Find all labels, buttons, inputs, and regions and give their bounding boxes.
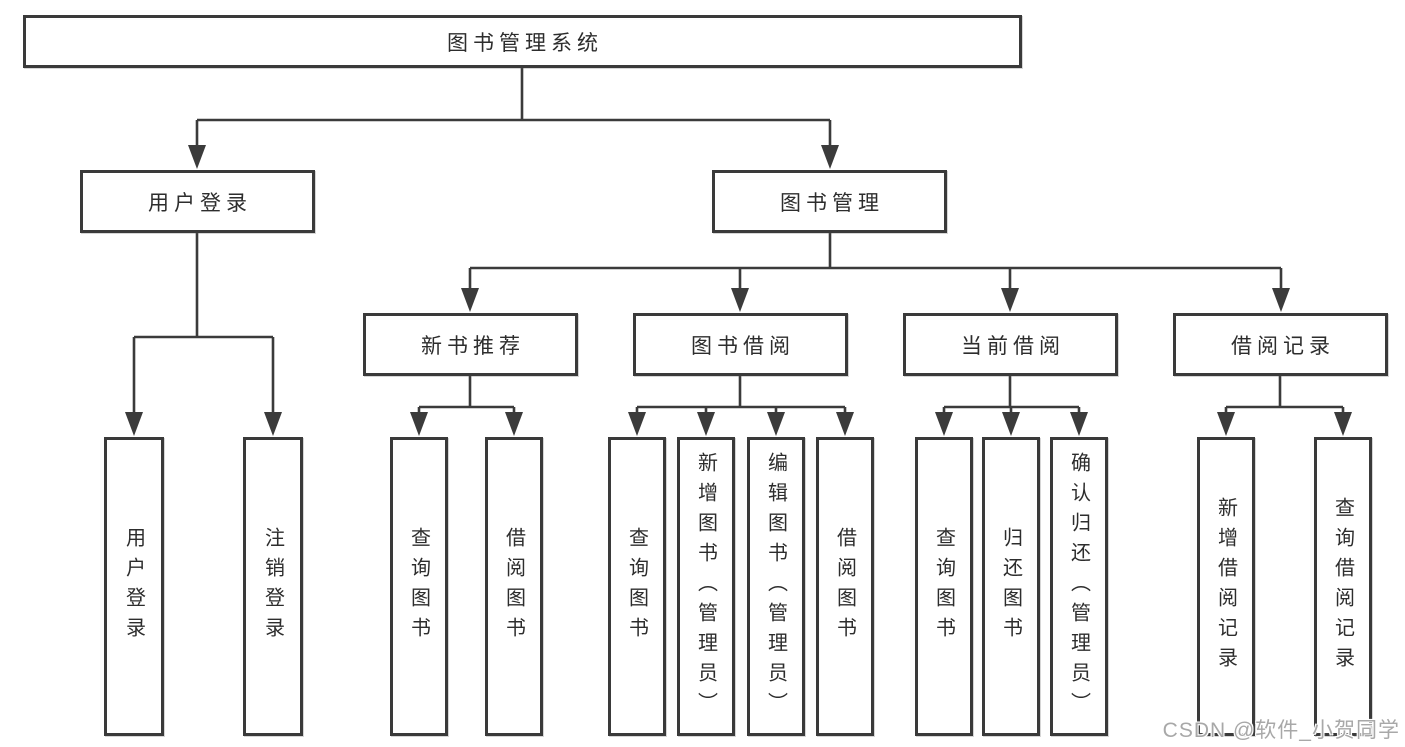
node-user-login: 用户登录 — [80, 170, 315, 233]
node-label: 当前借阅 — [961, 334, 1065, 358]
node-label: 新书推荐 — [421, 334, 525, 358]
leaf-records-query-borrow-record: 查询借阅记录 — [1314, 437, 1372, 736]
leaf-label: 查询图书 — [932, 526, 955, 647]
leaf-label: 借阅图书 — [502, 526, 525, 647]
leaf-newbooks-query-books: 查询图书 — [390, 437, 448, 736]
node-label: 用户登录 — [148, 191, 252, 215]
leaf-records-add-borrow-record: 新增借阅记录 — [1197, 437, 1255, 736]
leaf-current-query-books: 查询图书 — [915, 437, 973, 736]
leaf-borrowing-borrow-books: 借阅图书 — [816, 437, 874, 736]
node-book-management: 图书管理 — [712, 170, 947, 233]
leaf-logout: 注销登录 — [243, 437, 303, 736]
leaf-label: 查询图书 — [407, 526, 430, 647]
leaf-label: 新增借阅记录 — [1214, 496, 1237, 677]
leaf-label: 编辑图书（管理员） — [764, 451, 787, 722]
arrowheads — [125, 145, 1352, 436]
node-current-borrowing: 当前借阅 — [903, 313, 1118, 376]
leaf-current-confirm-return-admin: 确认归还（管理员） — [1050, 437, 1108, 736]
node-new-book-recommendation: 新书推荐 — [363, 313, 578, 376]
node-label: 借阅记录 — [1231, 334, 1335, 358]
leaf-label: 查询借阅记录 — [1331, 496, 1354, 677]
leaf-label: 注销登录 — [261, 526, 284, 647]
leaf-label: 借阅图书 — [833, 526, 856, 647]
leaf-label: 确认归还（管理员） — [1067, 451, 1090, 722]
leaf-borrowing-edit-books-admin: 编辑图书（管理员） — [747, 437, 805, 736]
leaf-newbooks-borrow-books: 借阅图书 — [485, 437, 543, 736]
node-label: 图书管理 — [780, 191, 884, 215]
leaf-label: 查询图书 — [625, 526, 648, 647]
csdn-watermark: CSDN @软件_小贺同学 — [1162, 719, 1400, 742]
leaf-current-return-books: 归还图书 — [982, 437, 1040, 736]
node-root-system: 图书管理系统 — [23, 15, 1022, 68]
node-label: 图书管理系统 — [447, 31, 603, 55]
leaf-label: 用户登录 — [122, 526, 145, 647]
leaf-user-login: 用户登录 — [104, 437, 164, 736]
node-label: 图书借阅 — [691, 334, 795, 358]
node-borrowing-records: 借阅记录 — [1173, 313, 1388, 376]
leaf-borrowing-query-books: 查询图书 — [608, 437, 666, 736]
leaf-label: 新增图书（管理员） — [694, 451, 717, 722]
node-book-borrowing: 图书借阅 — [633, 313, 848, 376]
leaf-label: 归还图书 — [999, 526, 1022, 647]
leaf-borrowing-add-books-admin: 新增图书（管理员） — [677, 437, 735, 736]
